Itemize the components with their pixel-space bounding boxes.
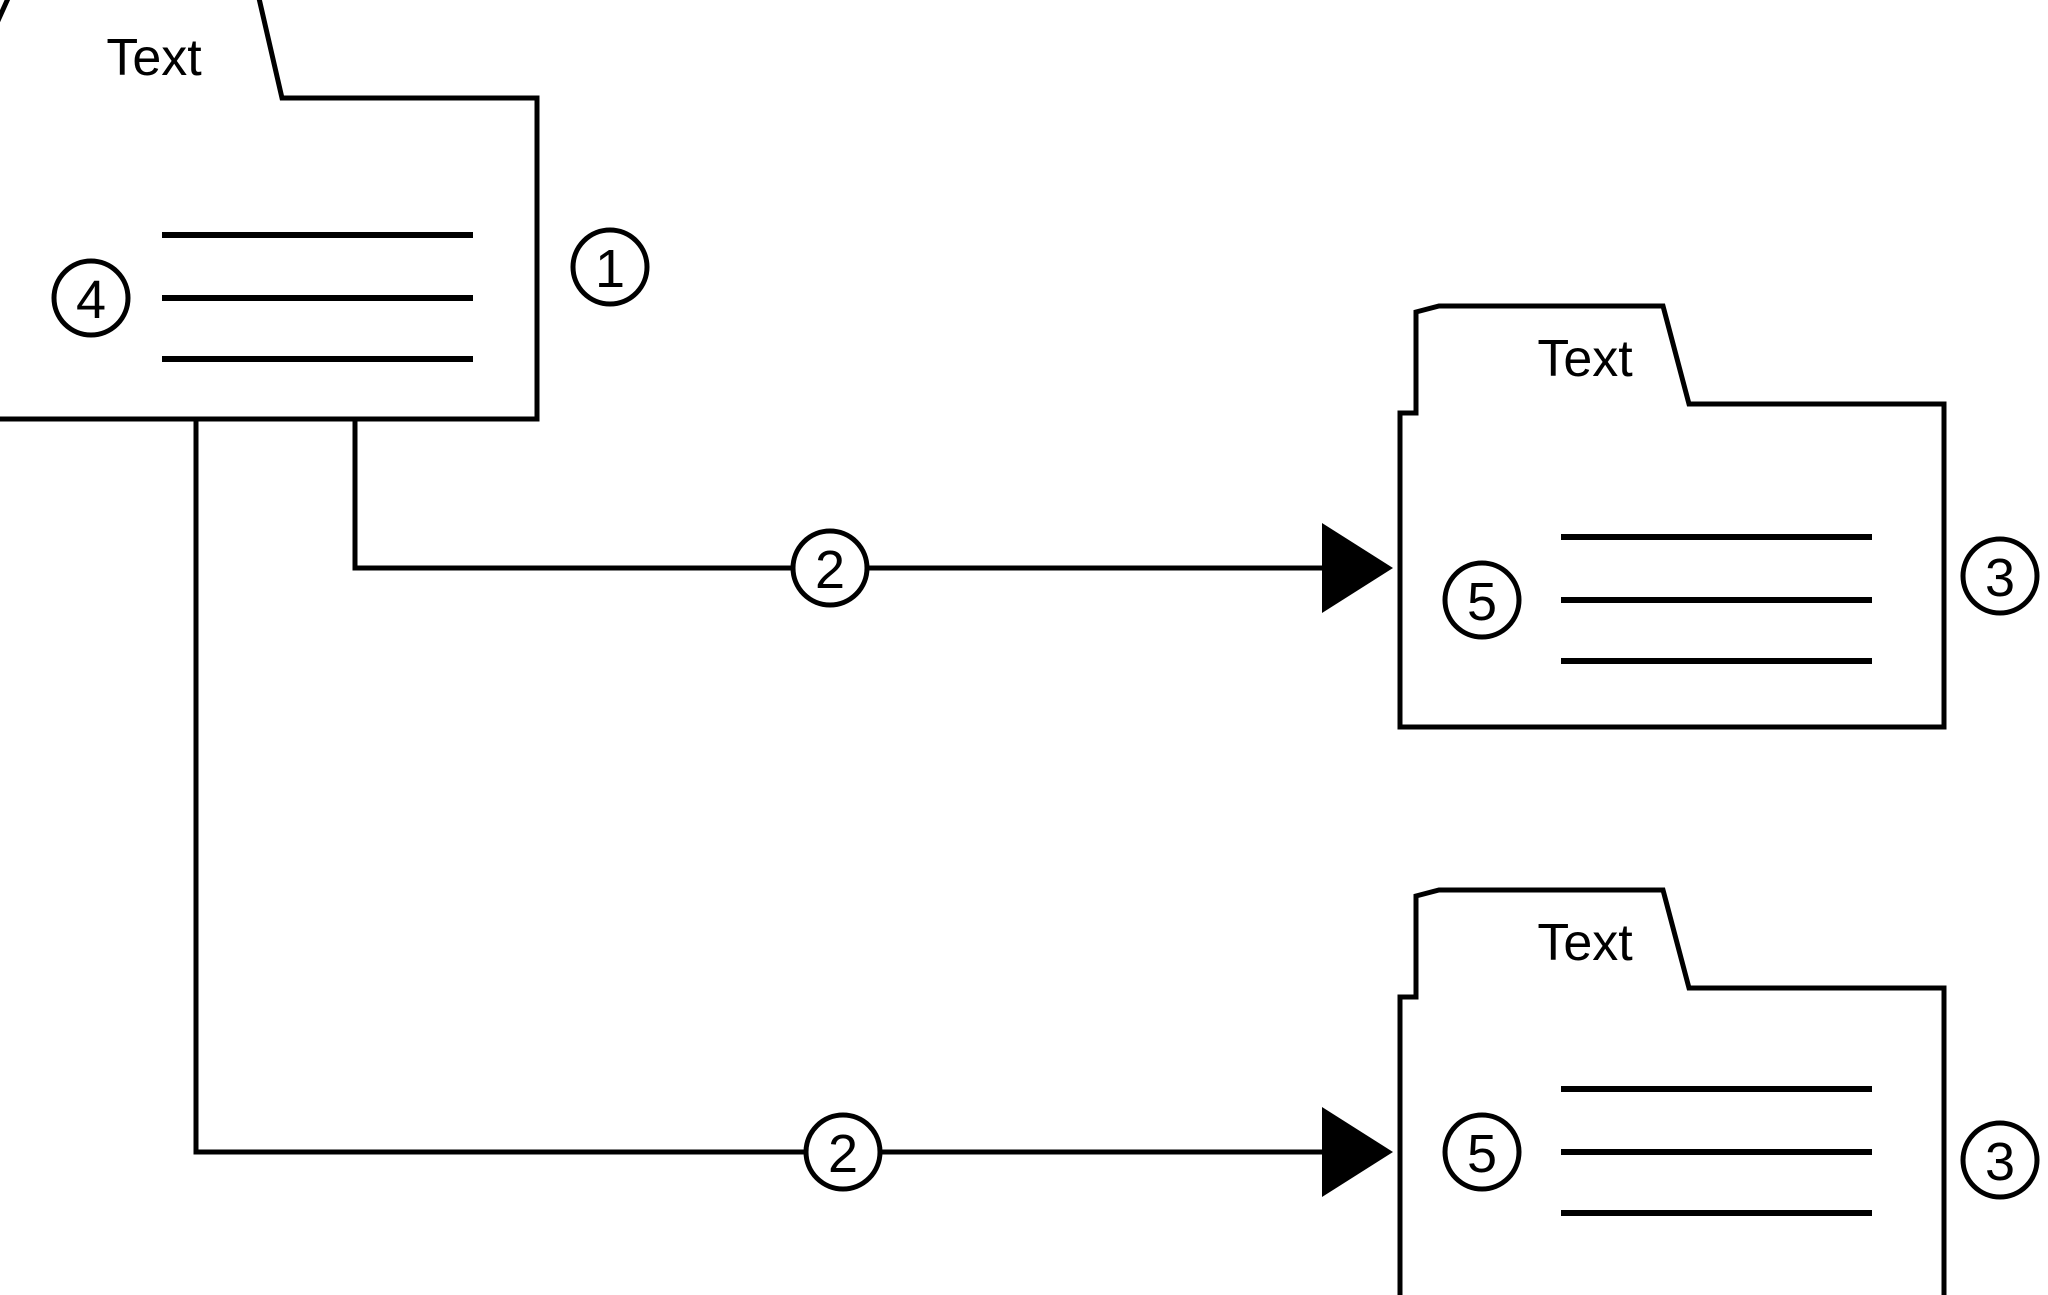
folder-source[interactable]: Text 4 — [0, 0, 540, 422]
badge-5-top[interactable]: 5 — [1442, 560, 1522, 640]
badge-4-label: 4 — [76, 270, 106, 330]
badge-3-bottom[interactable]: 3 — [1960, 1120, 2040, 1200]
badge-1[interactable]: 1 — [570, 227, 650, 307]
arrow-head-bottom-icon — [1322, 1107, 1393, 1197]
badge-2-bottom[interactable]: 2 — [803, 1112, 883, 1192]
folder-target-bottom-label: Text — [1537, 914, 1633, 972]
badge-5-top-label: 5 — [1467, 572, 1497, 632]
badge-5-bottom-label: 5 — [1467, 1124, 1497, 1184]
folder-source-shape — [0, 0, 540, 422]
connector-path-bottom — [193, 420, 1375, 1155]
badge-5-top-circle — [1442, 560, 1522, 640]
arrow-head-top-icon — [1322, 523, 1393, 613]
badge-3-bottom-circle — [1960, 1120, 2040, 1200]
folder-source-label: Text — [106, 29, 202, 87]
badge-2-top-circle — [790, 528, 870, 608]
folder-target-top-shape — [1397, 303, 1947, 730]
badge-3-top-circle — [1960, 536, 2040, 616]
badge-2-top-label: 2 — [815, 540, 845, 600]
badge-1-circle — [570, 227, 650, 307]
badge-4-circle — [51, 258, 131, 338]
connector-path-top — [352, 420, 1375, 571]
badge-5-bottom[interactable]: 5 — [1442, 1112, 1522, 1192]
folder-target-top[interactable]: Text 5 — [1397, 303, 1947, 730]
badge-3-top[interactable]: 3 — [1960, 536, 2040, 616]
badge-2-top[interactable]: 2 — [790, 528, 870, 608]
folder-target-top-label: Text — [1537, 330, 1633, 388]
badge-2-bottom-label: 2 — [828, 1124, 858, 1184]
folder-target-bottom-shape — [1397, 887, 1947, 1295]
badge-4[interactable]: 4 — [51, 258, 131, 338]
badge-5-bottom-circle — [1442, 1112, 1522, 1192]
badge-2-bottom-circle — [803, 1112, 883, 1192]
badge-3-top-label: 3 — [1985, 548, 2015, 608]
badge-1-label: 1 — [595, 239, 625, 299]
folder-target-bottom[interactable]: Text 5 — [1397, 887, 1947, 1295]
badge-3-bottom-label: 3 — [1985, 1132, 2015, 1192]
